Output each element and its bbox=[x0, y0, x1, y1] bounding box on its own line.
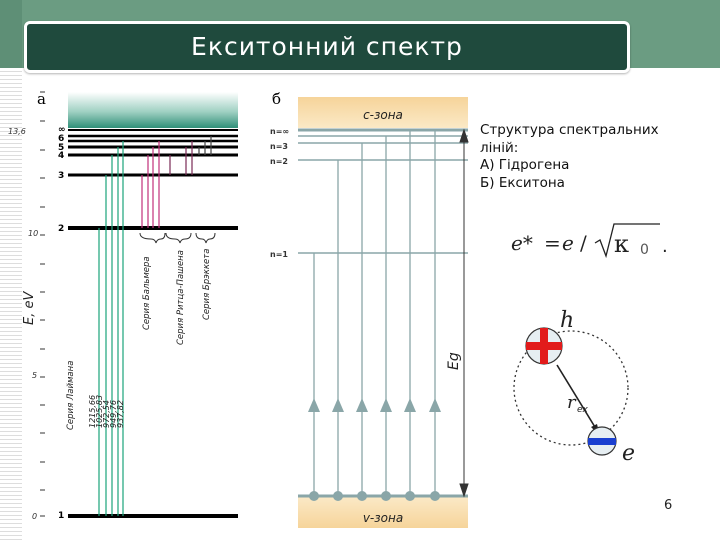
wavelength-labels: 1215,66 1025,83 972,54 949,76 937,82 bbox=[88, 395, 125, 428]
exciton-level-labels: n=∞ n=3 n=2 n=1 bbox=[270, 127, 289, 259]
level-label-n3: n=3 bbox=[270, 142, 288, 151]
paschen-series-label: Серия Ритца-Пашена bbox=[176, 250, 186, 345]
effective-charge-formula: e* = e / bbox=[511, 231, 587, 255]
panel-a: а 13,6 10 5 0 E, eV bbox=[8, 90, 238, 521]
level-label-5: 5 bbox=[58, 143, 64, 153]
left-hatch-decoration bbox=[0, 68, 22, 540]
axis-tick-labels: 13,6 10 5 0 bbox=[8, 127, 38, 521]
balmer-series-lines bbox=[141, 141, 160, 228]
sqrt-sign bbox=[594, 223, 660, 259]
series-labels: Серия Лаймана Серия Бальмера Серия Ритца… bbox=[66, 249, 212, 430]
radius-subscript: ex bbox=[577, 405, 589, 415]
wavelength-4: 949,76 bbox=[109, 400, 118, 428]
panel-b-label: б bbox=[272, 90, 281, 108]
eg-arrow bbox=[459, 128, 469, 498]
wavelength-3: 972,54 bbox=[102, 400, 111, 428]
paschen-series-lines bbox=[169, 141, 193, 175]
level-label-3: 3 bbox=[58, 171, 64, 181]
description-text: Структура спектральних ліній: А) Гідроге… bbox=[480, 122, 710, 192]
level-label-n-inf: n=∞ bbox=[270, 127, 289, 136]
continuum-region bbox=[68, 92, 238, 128]
radius-label: r bbox=[567, 392, 577, 413]
slide-title: Екситонний спектр bbox=[191, 32, 463, 61]
formula-equals: = bbox=[544, 231, 561, 255]
wavelength-1: 1215,66 bbox=[88, 395, 97, 428]
balmer-series-label: Серия Бальмера bbox=[142, 256, 152, 330]
page-number: 6 bbox=[664, 498, 673, 513]
level-label-4: 4 bbox=[58, 151, 64, 161]
description-line-2: ліній: bbox=[480, 139, 519, 156]
wavelength-2: 1025,83 bbox=[95, 395, 104, 428]
description-line-4: Б) Екситона bbox=[480, 174, 565, 191]
v-band bbox=[298, 497, 468, 528]
tick-label-0: 0 bbox=[32, 512, 37, 521]
level-labels: ∞ 6 5 4 3 2 1 bbox=[58, 125, 66, 521]
lyman-series-label: Серия Лаймана bbox=[66, 361, 76, 430]
level-label-1: 1 bbox=[58, 511, 64, 521]
level-label-6: 6 bbox=[58, 134, 64, 144]
hole-label: h bbox=[560, 308, 574, 333]
tick-label-13-6: 13,6 bbox=[8, 127, 26, 136]
eg-label: Eg bbox=[446, 352, 462, 370]
level-label-n2: n=2 bbox=[270, 157, 288, 166]
level-label-n1: n=1 bbox=[270, 250, 288, 259]
series-brackets bbox=[139, 232, 216, 244]
formula-subscript: 0 bbox=[640, 242, 649, 258]
header-left-stripe bbox=[0, 0, 22, 68]
level-label-2: 2 bbox=[58, 224, 64, 234]
exciton-orbit bbox=[513, 330, 629, 446]
energy-axis-label: E, eV bbox=[22, 291, 37, 325]
description-line-3: А) Гідрогена bbox=[480, 157, 570, 173]
radius-vector bbox=[556, 364, 599, 433]
valence-dots bbox=[309, 491, 440, 501]
minus-bar bbox=[588, 438, 616, 445]
tick-label-5: 5 bbox=[32, 371, 37, 380]
v-band-label: v-зона bbox=[363, 511, 403, 525]
lyman-series-lines bbox=[98, 141, 124, 516]
electron-label: e bbox=[622, 441, 635, 466]
formula-slash: / bbox=[580, 231, 587, 255]
axis-ticks bbox=[40, 91, 45, 517]
tick-label-10: 10 bbox=[28, 229, 38, 238]
title-bar: Екситонний спектр bbox=[24, 21, 630, 73]
arrow-heads bbox=[308, 398, 441, 412]
plus-horizontal bbox=[526, 342, 562, 350]
level-label-inf: ∞ bbox=[58, 125, 66, 135]
wavelength-5: 937,82 bbox=[116, 400, 125, 428]
brackett-series-lines bbox=[198, 136, 212, 155]
c-band bbox=[298, 97, 468, 128]
panel-a-label: а bbox=[37, 90, 46, 108]
brackett-series-label: Серия Брэккета bbox=[202, 249, 212, 320]
formula-lhs: e* bbox=[511, 231, 533, 255]
exciton-levels bbox=[298, 128, 468, 498]
formula-e: e bbox=[562, 231, 574, 255]
formula-kappa: κ bbox=[614, 230, 629, 258]
exciton-diagram: h e r ex bbox=[513, 308, 635, 466]
c-band-label: с-зона bbox=[363, 108, 403, 122]
description-line-1: Структура спектральних bbox=[480, 122, 659, 138]
transition-arrows bbox=[313, 130, 436, 496]
panel-b: б с-зона v-зона n=∞ n=3 n=2 n=1 bbox=[270, 90, 469, 528]
formula-dot: . bbox=[662, 236, 668, 257]
